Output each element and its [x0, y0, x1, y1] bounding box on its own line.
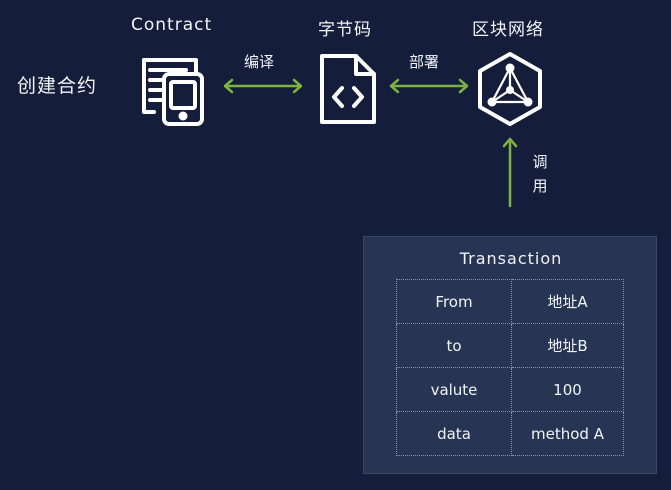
deploy-label: 部署 [409, 53, 440, 71]
invoke-arrow [502, 137, 518, 208]
invoke-label-char-1: 调 [532, 153, 548, 171]
bytecode-label: 字节码 [318, 20, 372, 40]
field-key: From [396, 279, 512, 324]
table-row: data method A [396, 411, 624, 456]
field-key: valute [396, 367, 512, 412]
table-row: valute 100 [396, 367, 624, 412]
table-row: From 地址A [396, 279, 624, 324]
contract-icon [142, 58, 204, 126]
table-row: to 地址B [396, 323, 624, 368]
field-value: 100 [511, 367, 624, 412]
field-value: method A [511, 411, 624, 456]
contract-label: Contract [131, 15, 213, 35]
bytecode-file-icon [320, 54, 376, 124]
invoke-label-char-2: 用 [532, 177, 548, 195]
field-key: data [396, 411, 512, 456]
compile-label: 编译 [244, 53, 275, 71]
blockchain-network-icon [478, 52, 542, 126]
compile-arrow [223, 78, 303, 94]
transaction-title: Transaction [459, 249, 563, 268]
field-key: to [396, 323, 512, 368]
field-value: 地址A [511, 279, 624, 324]
transaction-panel: Transaction From 地址A to 地址B valute 100 d… [363, 236, 657, 474]
blockchain-network-label: 区块网络 [472, 20, 544, 40]
create-contract-label: 创建合约 [17, 75, 98, 97]
field-value: 地址B [511, 323, 624, 368]
deploy-arrow [389, 78, 469, 94]
transaction-table: From 地址A to 地址B valute 100 data method A [396, 279, 624, 456]
invoke-label: 调 用 [531, 150, 549, 198]
